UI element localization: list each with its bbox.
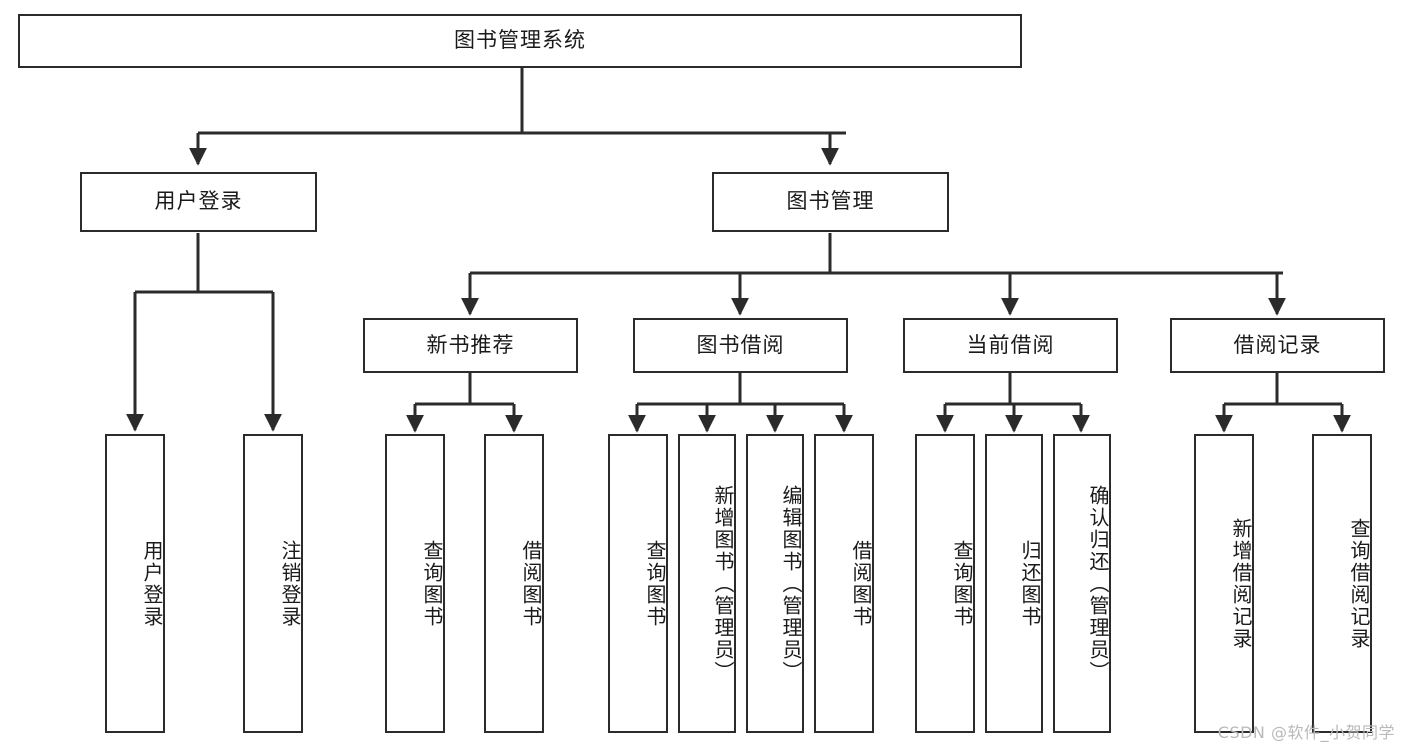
node-root-label: 图书管理系统 <box>454 28 586 53</box>
node-borrow-record[interactable]: 借阅记录 <box>1170 318 1385 373</box>
leaf-query-book-2[interactable]: 查询图书 <box>608 434 668 733</box>
node-book-manage-label: 图书管理 <box>786 189 875 214</box>
leaf-query-record[interactable]: 查询借阅记录 <box>1312 434 1372 733</box>
leaf-query-record-label: 查询借阅记录 <box>1347 517 1371 650</box>
leaf-user-login[interactable]: 用户登录 <box>105 434 165 733</box>
node-book-borrow[interactable]: 图书借阅 <box>633 318 848 373</box>
leaf-borrow-book-1-label: 借阅图书 <box>519 539 543 628</box>
leaf-query-book-1[interactable]: 查询图书 <box>385 434 445 733</box>
leaf-borrow-book-2-label: 借阅图书 <box>849 539 873 628</box>
leaf-edit-book[interactable]: 编辑图书（管理员） <box>746 434 804 733</box>
node-borrow-record-label: 借阅记录 <box>1233 332 1322 357</box>
leaf-user-login-label: 用户登录 <box>140 539 164 628</box>
leaf-query-book-1-label: 查询图书 <box>420 539 444 628</box>
leaf-confirm-return-label: 确认归还（管理员） <box>1086 484 1110 683</box>
leaf-add-record[interactable]: 新增借阅记录 <box>1194 434 1254 733</box>
leaf-query-book-3-label: 查询图书 <box>950 539 974 628</box>
node-user-login[interactable]: 用户登录 <box>80 172 317 232</box>
leaf-add-book-label: 新增图书（管理员） <box>711 484 735 683</box>
leaf-borrow-book-2[interactable]: 借阅图书 <box>814 434 874 733</box>
leaf-add-book[interactable]: 新增图书（管理员） <box>678 434 736 733</box>
node-new-book-rec-label: 新书推荐 <box>426 332 515 357</box>
node-current-borrow[interactable]: 当前借阅 <box>903 318 1118 373</box>
node-root[interactable]: 图书管理系统 <box>18 14 1022 68</box>
node-current-borrow-label: 当前借阅 <box>966 332 1055 357</box>
leaf-return-book[interactable]: 归还图书 <box>985 434 1043 733</box>
leaf-query-book-3[interactable]: 查询图书 <box>915 434 975 733</box>
leaf-logout[interactable]: 注销登录 <box>243 434 303 733</box>
leaf-return-book-label: 归还图书 <box>1018 539 1042 628</box>
leaf-borrow-book-1[interactable]: 借阅图书 <box>484 434 544 733</box>
node-book-borrow-label: 图书借阅 <box>696 332 785 357</box>
leaf-query-book-2-label: 查询图书 <box>643 539 667 628</box>
node-user-login-label: 用户登录 <box>154 189 243 214</box>
leaf-add-record-label: 新增借阅记录 <box>1229 517 1253 650</box>
leaf-edit-book-label: 编辑图书（管理员） <box>779 484 803 683</box>
node-new-book-rec[interactable]: 新书推荐 <box>363 318 578 373</box>
node-book-manage[interactable]: 图书管理 <box>712 172 949 232</box>
leaf-logout-label: 注销登录 <box>278 539 302 628</box>
leaf-confirm-return[interactable]: 确认归还（管理员） <box>1053 434 1111 733</box>
